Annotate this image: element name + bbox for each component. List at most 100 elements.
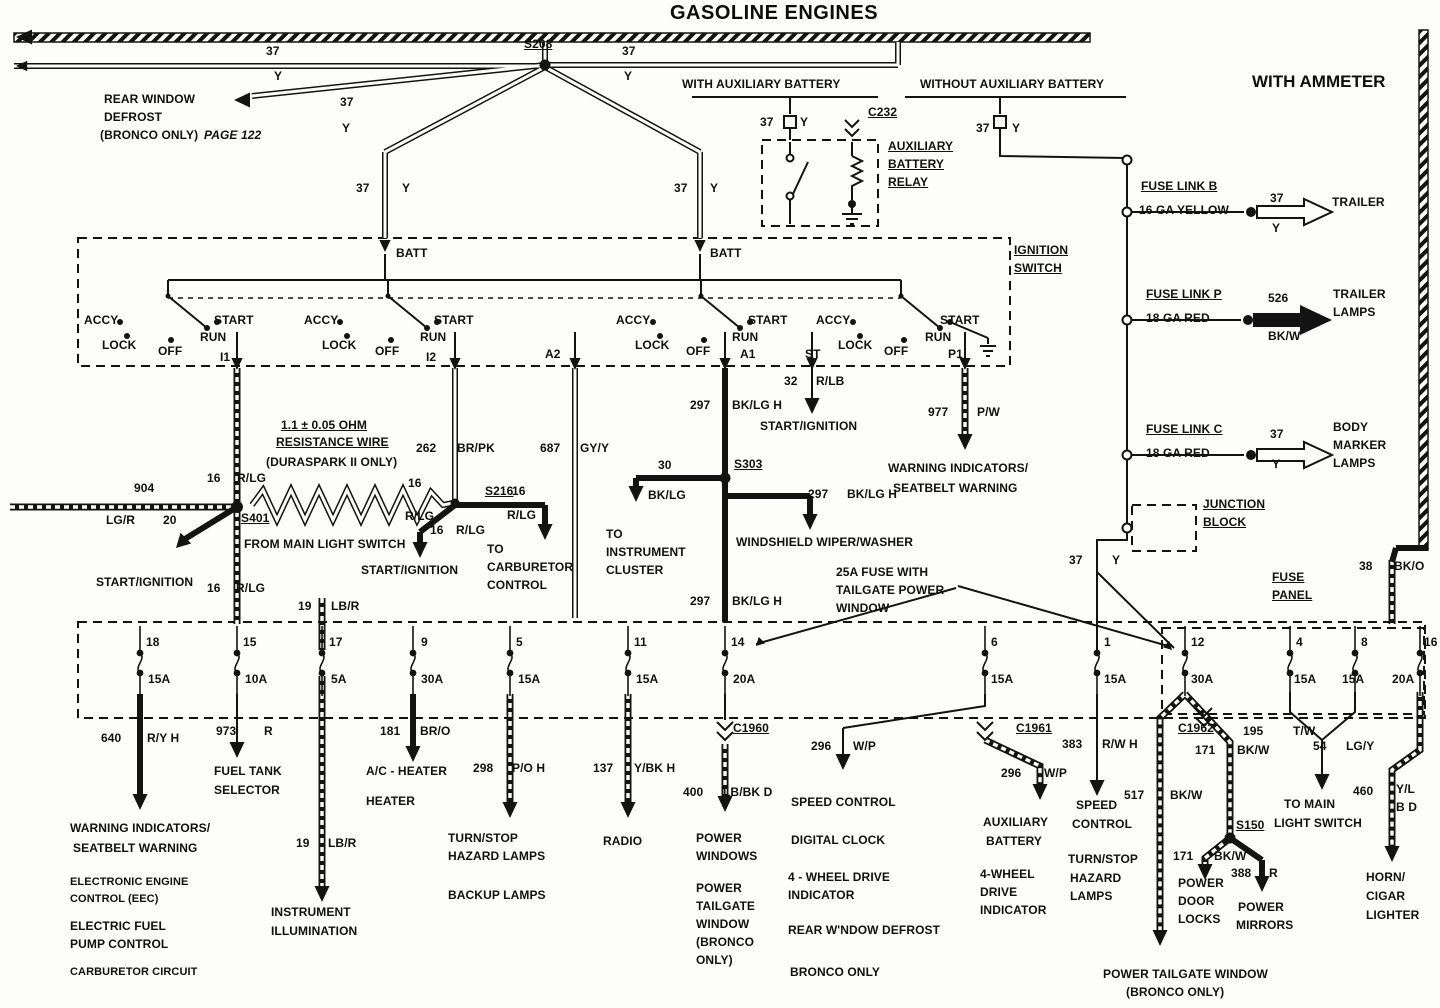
diagram-label: AUXILIARY bbox=[888, 139, 954, 153]
diagram-label: 6 bbox=[991, 635, 998, 649]
diagram-label: Y/L bbox=[1396, 782, 1415, 796]
diagram-label: LB/BK D bbox=[723, 785, 773, 799]
diagram-label: 9 bbox=[421, 635, 428, 649]
diagram-label: MIRRORS bbox=[1236, 918, 1294, 932]
diagram-label: 37 bbox=[674, 181, 688, 195]
diagram-label: CONTROL bbox=[1072, 817, 1133, 831]
diagram-label: ST bbox=[805, 347, 821, 361]
diagram-label: CIGAR bbox=[1366, 889, 1406, 903]
diagram-label: 25A FUSE WITH bbox=[836, 565, 929, 579]
diagram-label: 526 bbox=[1268, 291, 1289, 305]
diagram-label: 1 bbox=[1104, 635, 1111, 649]
diagram-label: 977 bbox=[928, 405, 949, 419]
diagram-label: INSTRUMENT bbox=[271, 905, 351, 919]
diagram-label: BK/LG bbox=[648, 488, 686, 502]
diagram-label: DOOR bbox=[1178, 894, 1215, 908]
diagram-label: C232 bbox=[868, 105, 898, 119]
diagram-label: 640 bbox=[101, 731, 122, 745]
diagram-label: 15 bbox=[243, 635, 257, 649]
diagram-label: LOCK bbox=[635, 338, 670, 352]
diagram-label: 195 bbox=[1243, 724, 1264, 738]
diagram-label: FUEL TANK bbox=[214, 764, 282, 778]
diagram-label: HAZARD bbox=[1070, 871, 1122, 885]
diagram-label: TRAILER bbox=[1333, 287, 1386, 301]
diagram-label: LG/R bbox=[106, 513, 136, 527]
diagram-label: 298 bbox=[473, 761, 494, 775]
diagram-label: OFF bbox=[686, 344, 711, 358]
diagram-label: 4-WHEEL bbox=[980, 867, 1035, 881]
diagram-label: LOCKS bbox=[1178, 912, 1221, 926]
diagram-label: 11 bbox=[634, 635, 647, 649]
diagram-label: ACCY bbox=[816, 313, 851, 327]
diagram-label: ACCY bbox=[616, 313, 651, 327]
diagram-label: LIGHTER bbox=[1366, 908, 1420, 922]
diagram-label: WINDOW bbox=[836, 601, 890, 615]
diagram-label: TO MAIN bbox=[1284, 797, 1336, 811]
diagram-label: 297 bbox=[808, 487, 829, 501]
diagram-label: 20 bbox=[163, 513, 177, 527]
diagram-label: 4 - WHEEL DRIVE bbox=[788, 870, 890, 884]
diagram-label: 12 bbox=[1191, 635, 1205, 649]
diagram-label: REAR W'NDOW DEFROST bbox=[788, 923, 941, 937]
diagram-label: WITH AUXILIARY BATTERY bbox=[682, 77, 841, 91]
diagram-label: R/Y H bbox=[147, 731, 180, 745]
diagram-label: PANEL bbox=[1272, 588, 1313, 602]
diagram-label: 16 bbox=[408, 476, 422, 490]
diagram-label: 460 bbox=[1353, 784, 1374, 798]
diagram-label: 171 bbox=[1195, 743, 1216, 757]
diagram-label: SWITCH bbox=[1014, 261, 1062, 275]
diagram-label: Y bbox=[1272, 221, 1281, 235]
diagram-label: TO bbox=[606, 527, 623, 541]
diagram-label: 296 bbox=[811, 739, 832, 753]
diagram-label: T/W bbox=[1293, 724, 1316, 738]
diagram-label: W/P bbox=[853, 739, 876, 753]
diagram-label: BLOCK bbox=[1203, 515, 1247, 529]
diagram-label: S401 bbox=[241, 511, 270, 525]
diagram-label: CONTROL bbox=[487, 578, 548, 592]
diagram-label: OFF bbox=[375, 344, 400, 358]
diagram-label: S150 bbox=[1236, 818, 1265, 832]
diagram-label: OFF bbox=[884, 344, 909, 358]
diagram-label: LIGHT SWITCH bbox=[1274, 816, 1362, 830]
diagram-label: SELECTOR bbox=[214, 783, 280, 797]
diagram-label: LOCK bbox=[102, 338, 137, 352]
diagram-label: TO bbox=[487, 542, 504, 556]
diagram-label: WARNING INDICATORS/ bbox=[888, 461, 1029, 475]
diagram-label: 37 bbox=[622, 44, 636, 58]
diagram-label: A2 bbox=[545, 347, 561, 361]
diagram-label: HAZARD LAMPS bbox=[448, 849, 546, 863]
diagram-label: WITHOUT AUXILIARY BATTERY bbox=[920, 77, 1105, 91]
diagram-label: 37 bbox=[1270, 427, 1284, 441]
diagram-label: LOCK bbox=[838, 338, 873, 352]
diagram-label: 16 bbox=[207, 581, 221, 595]
diagram-label: AUXILIARY bbox=[983, 815, 1049, 829]
diagram-label: ACCY bbox=[84, 313, 119, 327]
diagram-label: CARBURETOR CIRCUIT bbox=[70, 966, 198, 978]
diagram-label: INSTRUMENT bbox=[606, 545, 686, 559]
diagram-label: 30 bbox=[658, 458, 672, 472]
wire-arrowheads bbox=[16, 29, 1400, 946]
diagram-label: 5 bbox=[516, 635, 523, 649]
diagram-label: SPEED bbox=[1076, 798, 1118, 812]
diagram-label: LAMPS bbox=[1070, 889, 1113, 903]
diagram-label: TURN/STOP bbox=[1068, 852, 1139, 866]
diagram-label: INDICATOR bbox=[788, 888, 855, 902]
diagram-label: 296 bbox=[1001, 766, 1022, 780]
diagram-label: 383 bbox=[1062, 737, 1083, 751]
fuse-symbols bbox=[136, 626, 1424, 696]
diagram-label: POWER bbox=[696, 831, 742, 845]
diagram-label: 18 GA RED bbox=[1146, 446, 1210, 460]
diagram-label: BODY bbox=[1333, 420, 1369, 434]
diagram-label: C1962 bbox=[1178, 721, 1214, 735]
diagram-label: R/W H bbox=[1102, 737, 1138, 751]
diagram-label: WARNING INDICATORS/ bbox=[70, 821, 211, 835]
diagram-label: Y bbox=[1012, 121, 1021, 135]
diagram-label: RUN bbox=[420, 330, 447, 344]
diagram-label: C1960 bbox=[733, 721, 769, 735]
diagram-label: 30A bbox=[421, 672, 444, 686]
diagram-label: A/C - HEATER bbox=[366, 764, 447, 778]
diagram-label: PUMP CONTROL bbox=[70, 937, 169, 951]
